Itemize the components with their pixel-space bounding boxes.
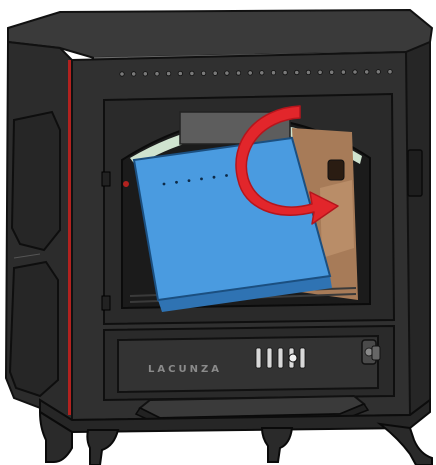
rivet	[388, 70, 392, 74]
rivet	[201, 71, 205, 75]
rivet	[353, 70, 357, 74]
side-panel-lower	[10, 262, 58, 396]
rivet	[318, 70, 322, 74]
baffle-hole	[213, 176, 216, 179]
rivet	[190, 71, 194, 75]
rivet	[132, 72, 136, 76]
rivet	[225, 71, 229, 75]
air-vent-slot	[300, 348, 305, 368]
rivet	[330, 70, 334, 74]
air-vent-slot	[267, 348, 272, 368]
door-latch-red-pin	[123, 181, 129, 187]
rivet	[120, 72, 124, 76]
rivet	[213, 71, 217, 75]
rivet	[260, 71, 264, 75]
rivet	[166, 71, 170, 75]
rivet	[295, 70, 299, 74]
stove-leg-front-right	[262, 428, 292, 462]
baffle-hole	[175, 181, 178, 184]
air-vent-slot	[256, 348, 261, 368]
side-panel-upper	[12, 112, 60, 250]
rivet	[365, 70, 369, 74]
brand-name: LACUNZA	[148, 364, 222, 375]
baffle-hole	[200, 178, 203, 181]
door-latch-upper	[102, 172, 110, 186]
baffle-hole	[163, 183, 166, 186]
stove-top-lid	[8, 10, 432, 58]
firebox-back-port	[328, 160, 344, 180]
rivet	[143, 72, 147, 76]
rivet	[178, 71, 182, 75]
rivet	[376, 70, 380, 74]
air-vent-slot	[278, 348, 283, 368]
air-control-knob	[289, 354, 297, 362]
rivet	[155, 72, 159, 76]
door-latch-lower	[102, 296, 110, 310]
rivet	[248, 71, 252, 75]
rivet	[236, 71, 240, 75]
firebox-side-wall	[320, 180, 354, 258]
right-hinge-block	[408, 150, 422, 196]
rivet	[306, 70, 310, 74]
stove-leg-front-left	[87, 430, 118, 465]
rivet	[271, 71, 275, 75]
stove-right-side	[406, 42, 430, 415]
baffle-hole	[188, 179, 191, 182]
rivet	[341, 70, 345, 74]
rivet	[283, 70, 287, 74]
baffle-hole	[225, 174, 228, 177]
stove-leg-right	[380, 424, 432, 465]
